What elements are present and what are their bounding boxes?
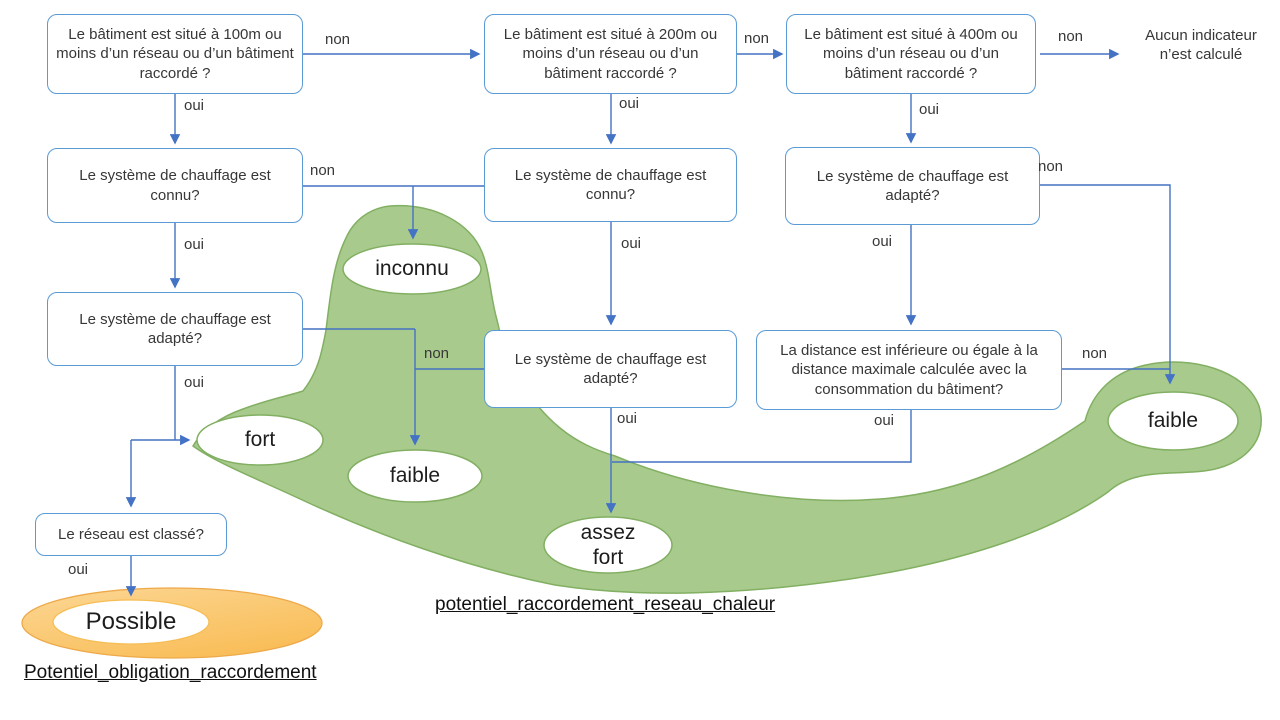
- edge-label-non-100m: non: [325, 31, 351, 48]
- outcome-ellipse-faible-right: [1107, 391, 1239, 451]
- edge-label-oui-known-1: oui: [184, 236, 205, 253]
- question-box-network-classified: Le réseau est classé?: [35, 513, 227, 556]
- outcome-label-assez-fort: assez fort: [580, 520, 636, 569]
- edge-label-non-200m: non: [744, 30, 770, 47]
- edge-label-non-known: non: [310, 162, 336, 179]
- edge-label-oui-100m: oui: [184, 97, 205, 114]
- outcome-ellipse-assez-fort: [543, 516, 673, 574]
- outcome-ellipse-inconnu: [342, 243, 482, 295]
- edge-label-oui-200m: oui: [619, 95, 640, 112]
- edge-label-oui-400m: oui: [919, 101, 940, 118]
- edge-label-oui-known-2: oui: [621, 235, 642, 252]
- outcome-label-fort: fort: [244, 428, 276, 452]
- question-box-200m: Le bâtiment est situé à 200m ou moins d’…: [484, 14, 737, 94]
- edge-label-non-distance: non: [1082, 345, 1108, 362]
- question-box-heating-adapted-3: Le système de chauffage est adapté?: [785, 147, 1040, 225]
- footnote-obligation-indicator: Potentiel_obligation_raccordement: [24, 662, 317, 683]
- question-box-heating-adapted-2: Le système de chauffage est adapté?: [484, 330, 737, 408]
- question-box-heating-known-1: Le système de chauffage est connu?: [47, 148, 303, 223]
- outcome-label-possible: Possible: [85, 607, 177, 635]
- no-indicator-text: Aucun indicateur n’est calculé: [1145, 27, 1257, 63]
- connectors: [125, 48, 1176, 597]
- question-box-heating-known-2: Le système de chauffage est connu?: [484, 148, 737, 222]
- edge-label-oui-adapted-2: oui: [617, 410, 638, 427]
- question-box-heating-adapted-1: Le système de chauffage est adapté?: [47, 292, 303, 366]
- edge-label-oui-classified: oui: [68, 561, 89, 578]
- green-indicator-region-shape: [192, 204, 1262, 594]
- edge-label-oui-adapted-3: oui: [872, 233, 893, 250]
- question-box-distance-max: La distance est inférieure ou égale à la…: [756, 330, 1062, 410]
- possible-inner-ellipse: [52, 599, 210, 645]
- outcome-label-faible-left: faible: [389, 464, 441, 488]
- edge-label-non-adapted-3: non: [1038, 158, 1064, 175]
- footnote-heat-network-indicator: potentiel_raccordement_reseau_chaleur: [435, 594, 776, 615]
- outcome-ellipse-faible-left: [347, 449, 483, 503]
- edge-label-non-adapted-1-2: non: [424, 345, 450, 362]
- question-box-100m: Le bâtiment est situé à 100m ou moins d’…: [47, 14, 303, 94]
- outcome-ellipse-fort: [196, 414, 324, 466]
- edge-label-non-400m: non: [1058, 28, 1084, 45]
- outcome-label-faible-right: faible: [1147, 409, 1199, 433]
- question-box-400m: Le bâtiment est situé à 400m ou moins d’…: [786, 14, 1036, 94]
- outcome-label-inconnu: inconnu: [375, 257, 449, 281]
- edge-label-oui-distance: oui: [874, 412, 895, 429]
- edge-label-oui-adapted-1: oui: [184, 374, 205, 391]
